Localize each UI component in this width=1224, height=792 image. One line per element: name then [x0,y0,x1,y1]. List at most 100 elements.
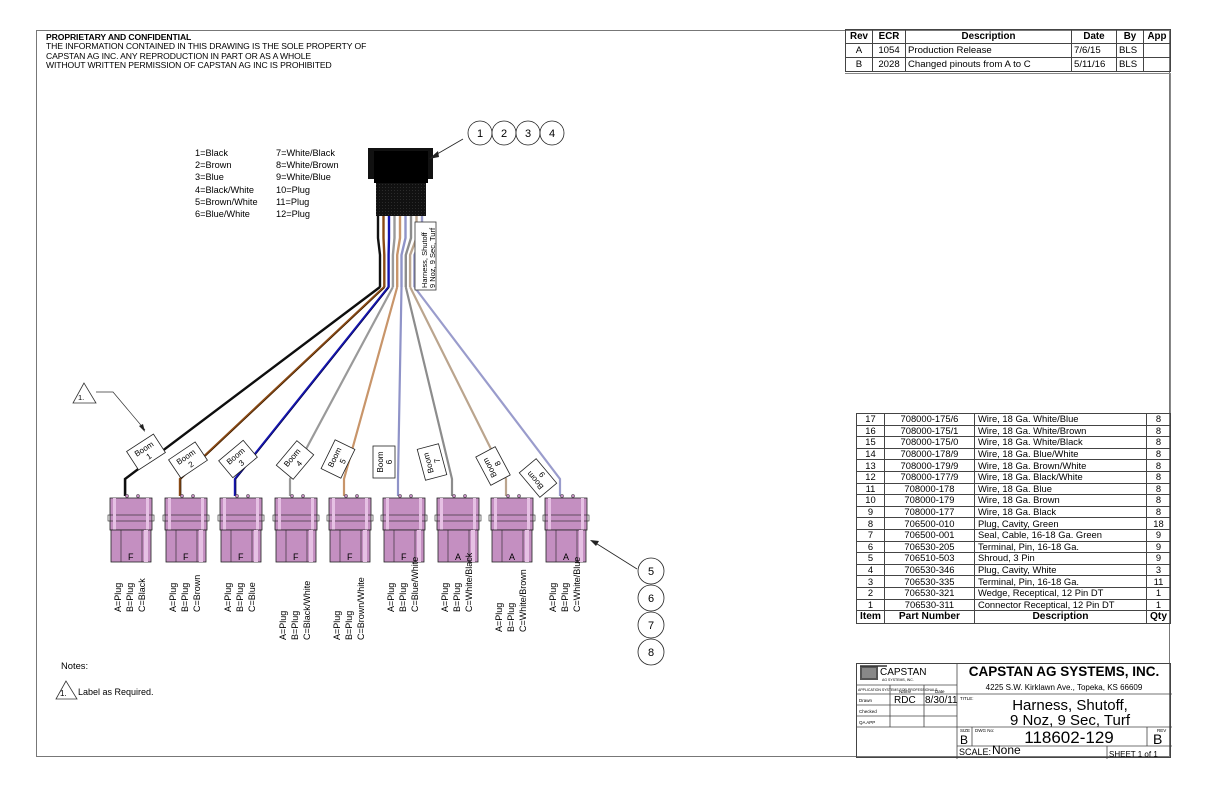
connector-highlight [363,530,367,562]
pinout-text: B=Plug [235,583,245,612]
bom-item: 12 [856,470,885,484]
boom-label-box [372,445,396,479]
bom-qty: 8 [1146,413,1171,426]
pinout-text: C=Blue [247,582,257,612]
bom-qty: 1 [1146,586,1171,600]
connector-highlight [581,498,584,530]
bom-item-header: Item [856,610,885,625]
pin-nub [355,494,359,498]
boom-label-number: 2 [187,459,196,469]
boom-label-text: Boom [376,451,385,472]
pin-legend-entry: 2=Brown [195,160,232,171]
bom-item: 15 [856,436,885,449]
pin-legend-entry: 8=White/Brown [276,160,339,171]
bom-qty: 9 [1146,552,1171,565]
bom-part-number: 706500-001 [883,528,975,542]
connector-highlight [548,498,551,530]
bom-description: Wedge, Receptical, 12 Pin DT [973,586,1148,600]
boom-connector-8[interactable]: A [488,494,536,563]
boom-label-box [475,446,511,486]
boom-label-number: 8 [493,459,503,468]
item-balloon-number: 5 [648,566,654,578]
bom-description: Seal, Cable, 16-18 Ga. Green [973,528,1148,542]
boom-connector-2[interactable]: F [162,494,210,563]
connector-highlight [254,530,258,562]
wire-bundle-strand [400,216,407,287]
bom-description: Wire, 18 Ga. White/Brown [973,424,1148,438]
boom-wire [396,286,403,496]
title-block-grid: CAPSTAN AG SYSTEMS, INC. APPLICATION SYS… [857,664,1172,759]
bom-item: 4 [856,563,885,577]
bom-description: Wire, 18 Ga. Black [973,505,1148,519]
proprietary-notice: PROPRIETARY AND CONFIDENTIAL THE INFORMA… [46,32,366,71]
pin-legend-entry: 3=Blue [195,172,224,183]
scale-value: None [992,743,1021,757]
connector-pin-letter: F [293,552,299,562]
pinout-text: A=Plug [113,583,123,612]
connector-upper-body [382,497,426,531]
main-connector[interactable] [368,148,433,216]
bom-part-number: 706530-205 [883,540,975,554]
boom-connector-3[interactable]: F [217,494,265,563]
connector-latch [434,514,482,522]
boom-connector-1[interactable]: F [107,494,155,563]
boom-label-box [320,439,356,479]
bom-item: 9 [856,505,885,519]
harness-label-box [414,221,437,291]
dwg-label: DWG No: [975,728,994,733]
boom-connector-7[interactable]: A [434,494,482,563]
wire-bundle-strand [404,216,413,287]
boom-leader-arrowhead-icon [590,540,599,546]
bom-description: Wire, 18 Ga. Blue/White [973,447,1148,461]
pin-nub [398,494,402,498]
boom-label-box [416,443,448,481]
bom-part-number: 708000-178 [883,482,975,496]
bom-description: Wire, 18 Ga. Brown/White [973,459,1148,472]
connector-latch [107,514,155,522]
app-cell [1143,57,1171,72]
title-block: CAPSTAN AG SYSTEMS, INC. APPLICATION SYS… [856,663,1172,759]
boom-connector-5[interactable]: F [326,494,374,563]
rev-label: REV [1157,728,1166,733]
date-header: Date [935,689,945,694]
pin-legend-entry: 4=Black/White [195,184,254,195]
bom-item: 16 [856,424,885,438]
connector-highlight [113,498,116,530]
connector-pin-letter: A [455,552,461,562]
connector-pin-letter: F [401,552,407,562]
bom-description: Wire, 18 Ga. White/Black [973,436,1148,449]
boom-connector-9[interactable]: A [542,494,590,563]
boom-connector-4[interactable]: F [272,494,320,563]
logo-sub: AG SYSTEMS, INC. [882,678,914,682]
item-balloon-number: 3 [525,128,531,140]
pinout-text: C=Brown/White [356,577,366,640]
drawing-rev: B [1153,731,1162,747]
boom-wire [409,286,508,496]
pinout-text: B=Plug [506,603,516,632]
boom-connector-6[interactable]: F [380,494,428,563]
notes-triangle-icon [55,680,78,700]
pin-nub [125,494,129,498]
connector-highlight [256,498,259,530]
bom-qty: 3 [1146,563,1171,577]
bom-part-number: 708000-175/0 [883,436,975,449]
sheet-size: B [960,733,968,747]
bom-item: 11 [856,482,885,496]
connector-latch [488,514,536,522]
bom-item: 7 [856,528,885,542]
connector-highlight [579,530,583,562]
pin-nub [136,494,140,498]
